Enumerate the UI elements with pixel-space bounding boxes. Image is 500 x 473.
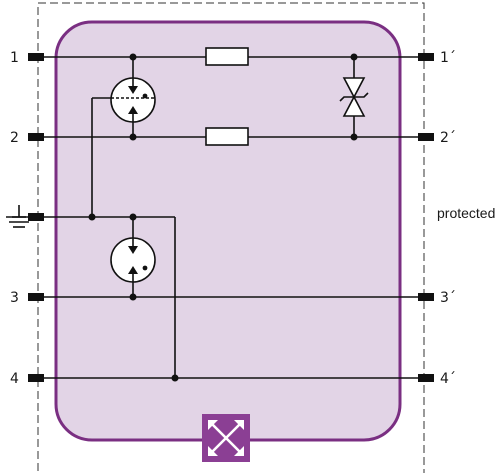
terminal-ground-left: [28, 213, 44, 221]
terminal-label-2: 2: [10, 130, 19, 146]
terminal-4-left: [28, 374, 44, 382]
gas-discharge-tube-icon: [92, 77, 156, 123]
ground-icon: [6, 205, 32, 228]
protected-side-label: protected: [437, 205, 495, 221]
terminal-label-1-prime: 1´: [440, 50, 456, 66]
device-frame: [37, 2, 425, 473]
terminal-2-right: [418, 133, 434, 141]
terminal-label-1: 1: [10, 50, 19, 66]
terminal-label-3: 3: [10, 290, 19, 306]
terminal-3-right: [418, 293, 434, 301]
terminal-1-right: [418, 53, 434, 61]
left-terminals: [28, 53, 44, 382]
right-terminals: [418, 53, 434, 382]
module-release-icon: [202, 414, 250, 462]
terminal-label-4: 4: [10, 371, 19, 387]
terminal-3-left: [28, 293, 44, 301]
bidirectional-tvs-diode-icon: [339, 77, 369, 117]
terminal-label-3-prime: 3´: [440, 290, 456, 306]
gas-discharge-tube-icon: [110, 237, 156, 283]
terminal-label-4-prime: 4´: [440, 371, 456, 387]
resistor-icon: [205, 47, 249, 66]
terminal-1-left: [28, 53, 44, 61]
terminal-label-2-prime: 2´: [440, 130, 456, 146]
terminal-2-left: [28, 133, 44, 141]
resistor-icon: [205, 127, 249, 146]
terminal-4-right: [418, 374, 434, 382]
junction-dots: [88, 53, 358, 382]
